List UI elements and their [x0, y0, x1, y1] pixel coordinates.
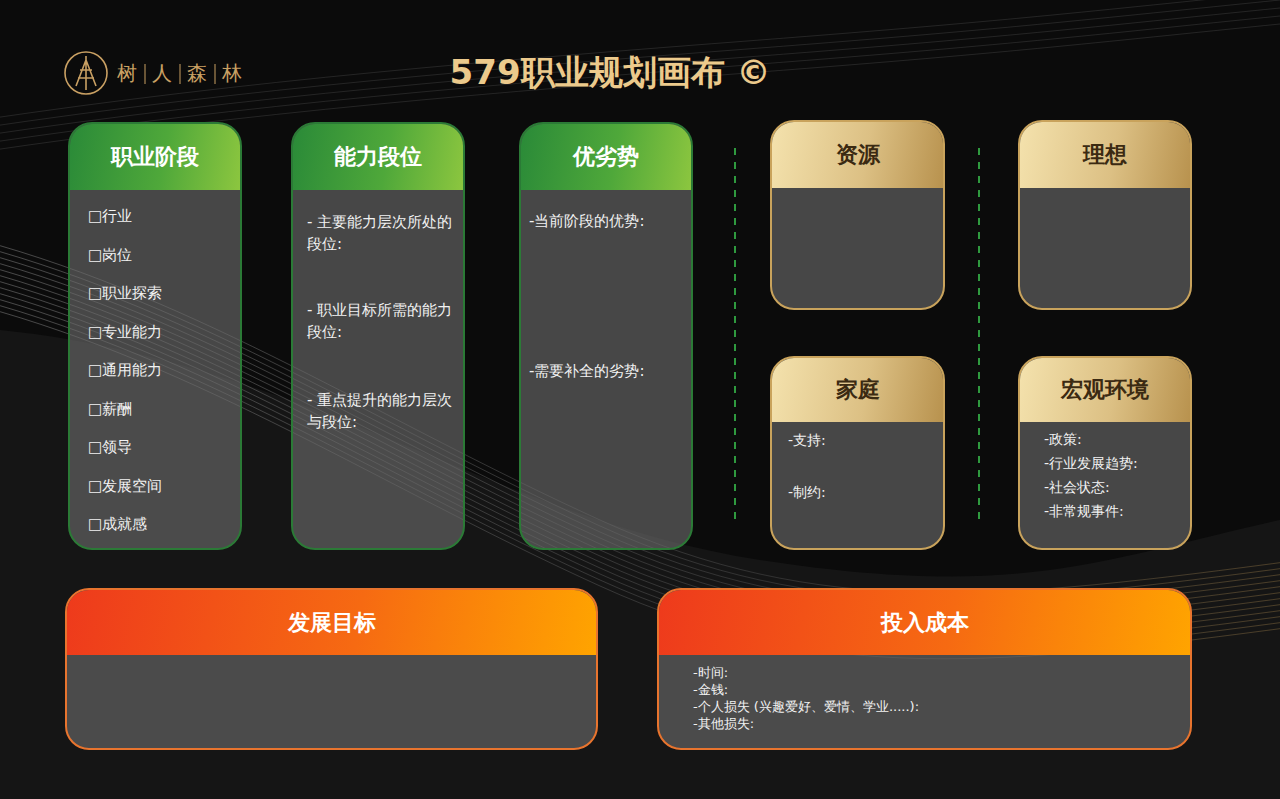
- panel-field: - 职业目标所需的能力段位:: [307, 300, 457, 344]
- panel-field: -金钱:: [693, 681, 1173, 700]
- panel-heading: 优劣势: [521, 124, 691, 190]
- panel-field: -需要补全的劣势:: [529, 361, 689, 383]
- panel-field: □成就感: [88, 514, 238, 536]
- canvas-panel: 宏观环境 -政策: -行业发展趋势: -社会状态: -非常规事件:: [1018, 356, 1192, 550]
- panel-field: □通用能力: [88, 360, 238, 382]
- wave-lines: [0, 0, 1280, 659]
- canvas-panel: 资源: [770, 120, 945, 310]
- panel-field: -制约:: [788, 482, 938, 502]
- panel-field: □发展空间: [88, 476, 238, 498]
- panel-field: -行业发展趋势:: [1044, 453, 1190, 473]
- panel-field: □行业: [88, 206, 238, 228]
- panel-heading: 宏观环境: [1020, 358, 1190, 422]
- panel-heading: 家庭: [772, 358, 943, 422]
- canvas-panel: 家庭 -支持: -制约:: [770, 356, 945, 550]
- panel-field: □领导: [88, 437, 238, 459]
- panel-field: - 重点提升的能力层次与段位:: [307, 390, 457, 434]
- panel-field: □薪酬: [88, 399, 238, 421]
- panel-field: -社会状态:: [1044, 477, 1190, 497]
- panel-field: -当前阶段的优势:: [529, 211, 689, 233]
- panel-field: -时间:: [693, 664, 1173, 683]
- panel-field: -非常规事件:: [1044, 501, 1190, 521]
- panel-field: -政策:: [1044, 429, 1190, 449]
- panel-heading: 职业阶段: [70, 124, 240, 190]
- panel-field: □岗位: [88, 245, 238, 267]
- canvas-panel: 优劣势 -当前阶段的优势: -需要补全的劣势:: [519, 122, 693, 550]
- panel-field: □专业能力: [88, 322, 238, 344]
- logo-text: 森: [187, 61, 207, 85]
- canvas-panel: 职业阶段 □行业 □岗位 □职业探索 □专业能力 □通用能力 □薪酬 □领导 □发展空间 □成就感: [68, 122, 242, 550]
- canvas-panel: 发展目标: [65, 588, 598, 750]
- panel-field: -个人损失 (兴趣爱好、爱情、学业.....):: [693, 698, 1173, 717]
- logo-text: 树: [117, 61, 137, 85]
- panel-field: □职业探索: [88, 283, 238, 305]
- panel-heading: 理想: [1020, 122, 1190, 188]
- canvas-panel: 投入成本 -时间:-金钱:-个人损失 (兴趣爱好、爱情、学业.....):-其他损…: [657, 588, 1192, 750]
- canvas-title: 579职业规划画布 ©: [360, 50, 860, 94]
- panel-field: -其他损失:: [693, 715, 1173, 734]
- panel-field: -支持:: [788, 430, 938, 450]
- panel-heading: 资源: [772, 122, 943, 188]
- panel-heading: 投入成本: [659, 590, 1190, 655]
- logo-icon: [65, 52, 107, 94]
- canvas-panel: 能力段位 - 主要能力层次所处的段位: - 职业目标所需的能力段位: - 重点提升的能…: [291, 122, 465, 550]
- logo-text: 林: [222, 61, 242, 85]
- logo-text: 人: [152, 61, 172, 85]
- panel-heading: 发展目标: [67, 590, 596, 655]
- canvas-panel: 理想: [1018, 120, 1192, 310]
- panel-heading: 能力段位: [293, 124, 463, 190]
- panel-field: - 主要能力层次所处的段位:: [307, 212, 457, 256]
